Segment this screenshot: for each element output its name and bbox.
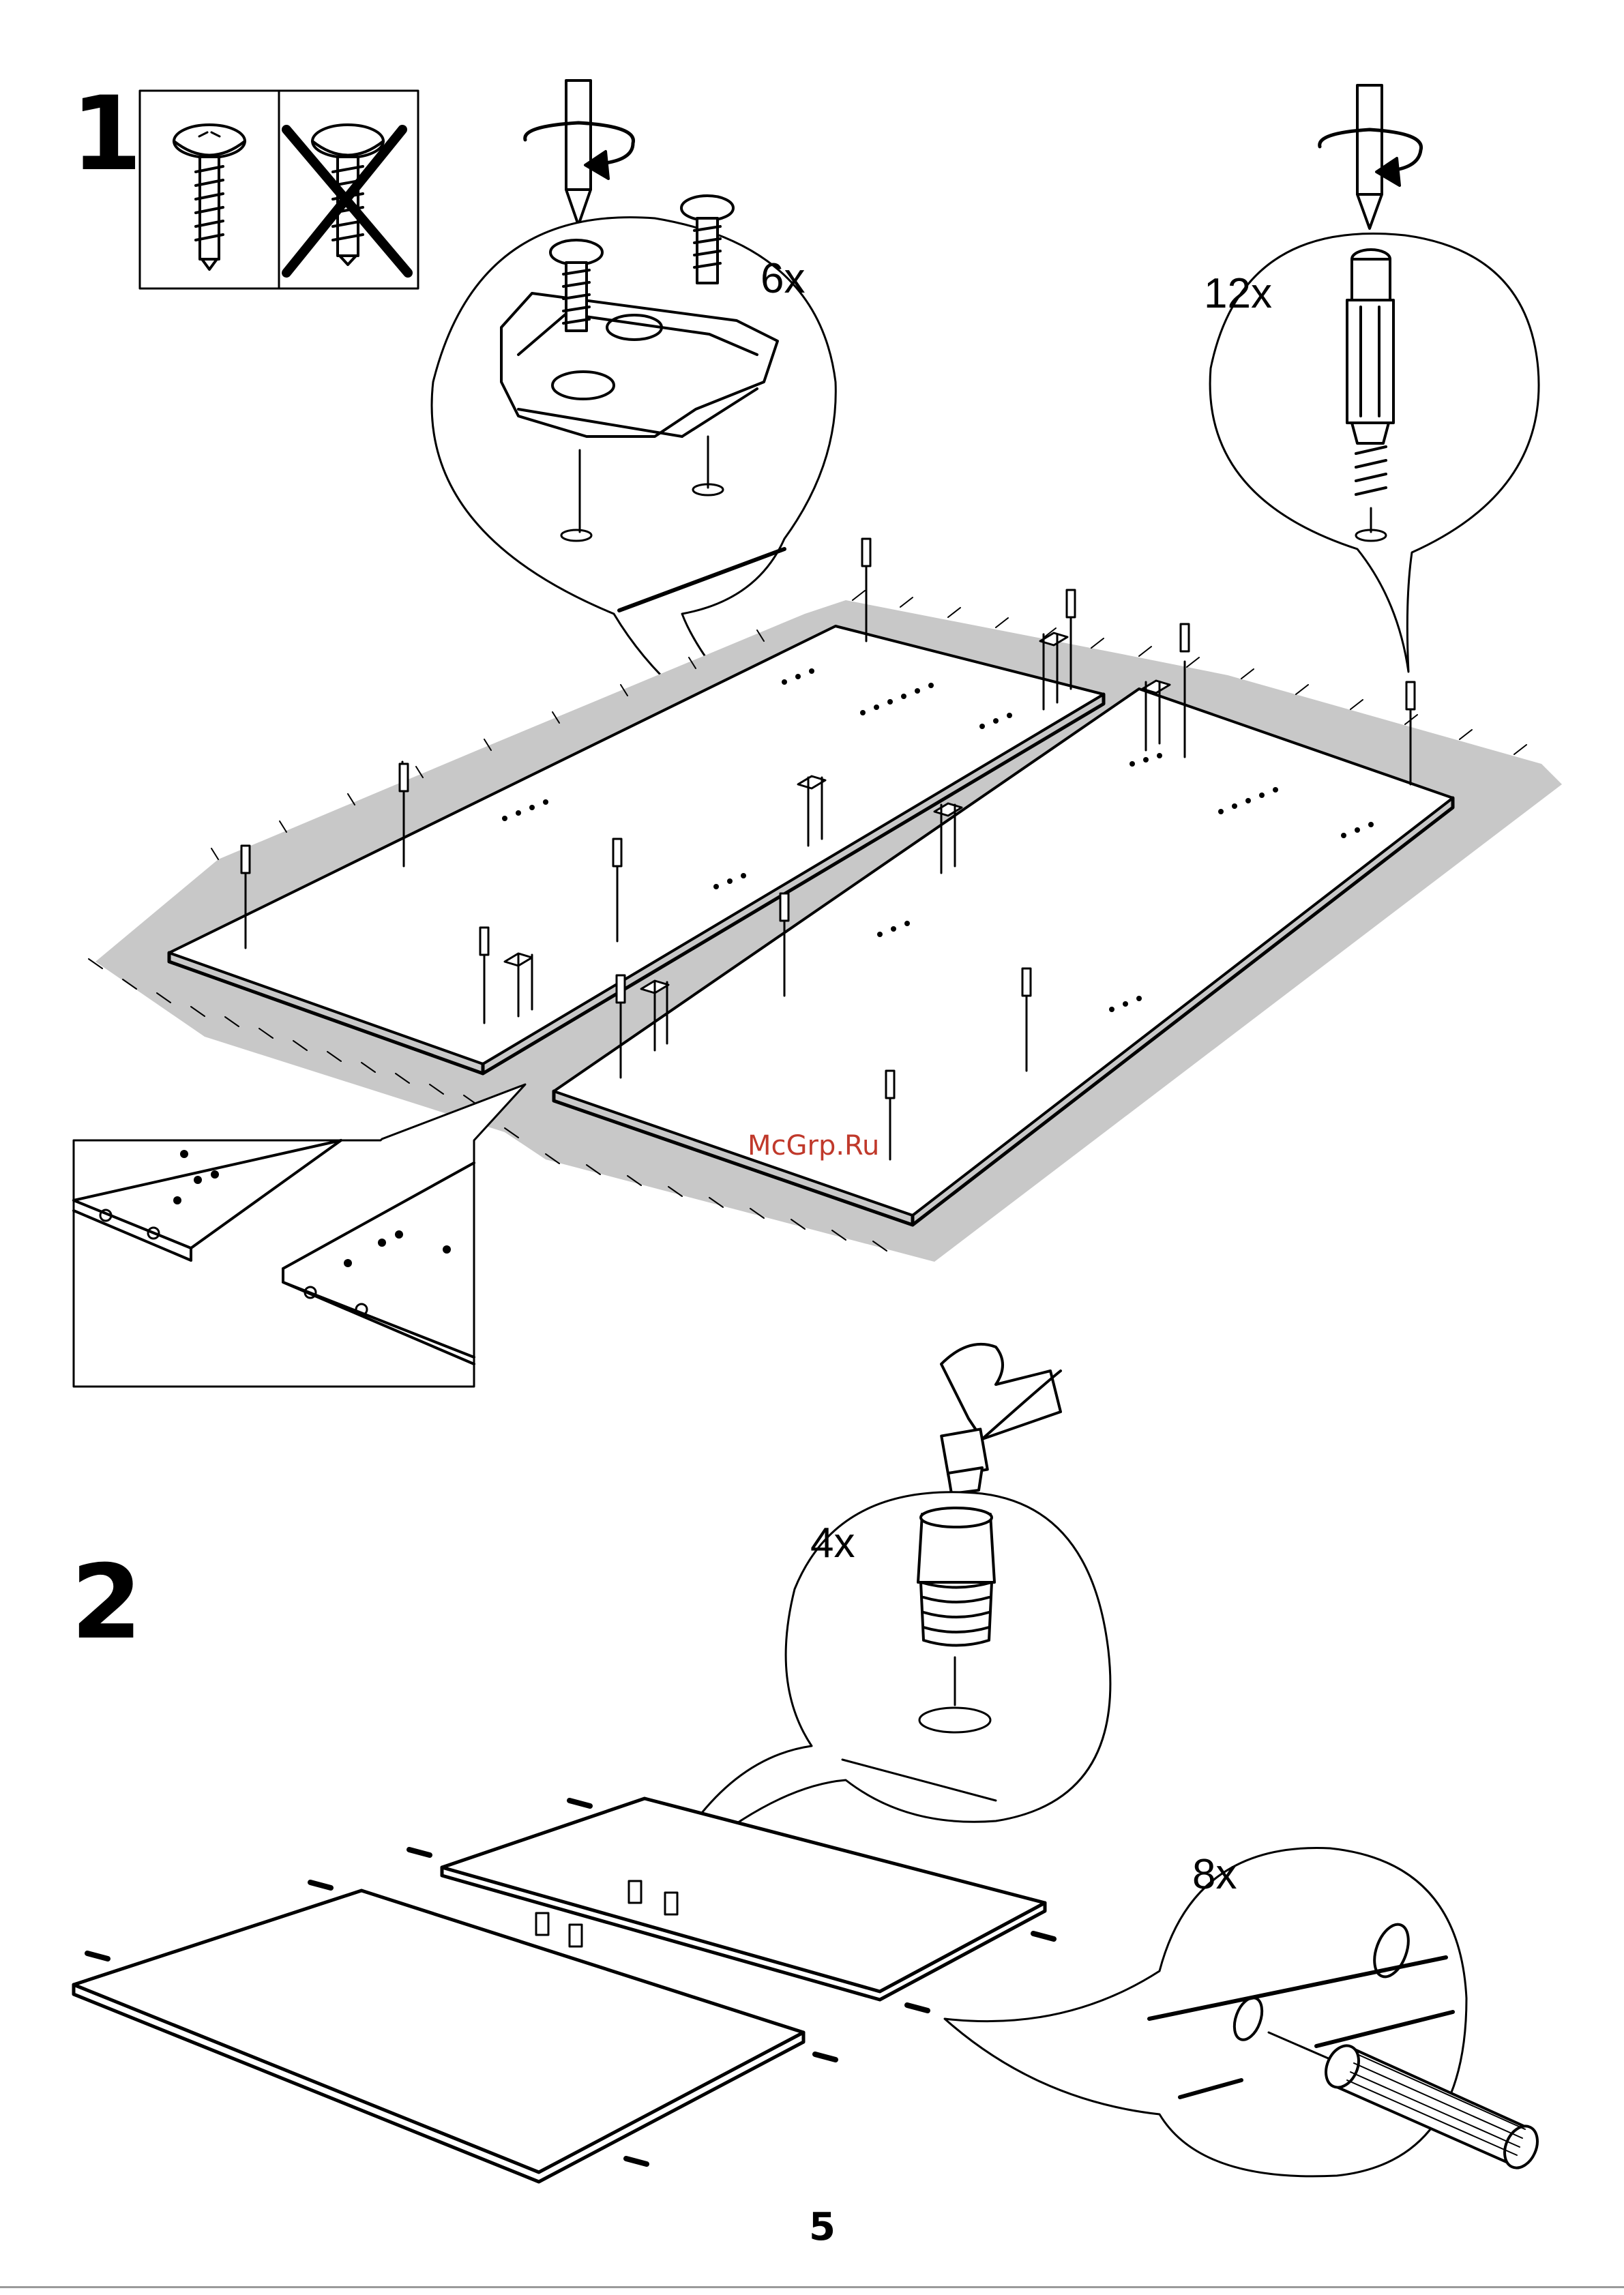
hinge-screw-quantity: 6x xyxy=(761,258,805,300)
screw-type-panel xyxy=(140,91,418,288)
page-number: 5 xyxy=(809,2208,836,2247)
cam-bolt-quantity: 12x xyxy=(1204,273,1272,315)
edge-detail-inset xyxy=(74,1084,525,1387)
step-number-2: 2 xyxy=(71,1552,142,1654)
step-number-1: 1 xyxy=(71,83,142,186)
screwdriver-icon-2 xyxy=(1320,85,1421,228)
correct-screw-icon xyxy=(174,125,245,269)
screwdriver-icon xyxy=(525,80,634,225)
wood-dowel-detail-bubble xyxy=(945,1848,1544,2176)
hammer-icon xyxy=(941,1344,1061,1494)
watermark: McGrp.Ru xyxy=(748,1132,879,1159)
wood-dowel-quantity: 8x xyxy=(1192,1854,1237,1896)
dowel-insert-quantity: 4x xyxy=(810,1522,855,1565)
footer-rule xyxy=(0,2286,1624,2288)
incorrect-screw-icon xyxy=(286,125,408,273)
